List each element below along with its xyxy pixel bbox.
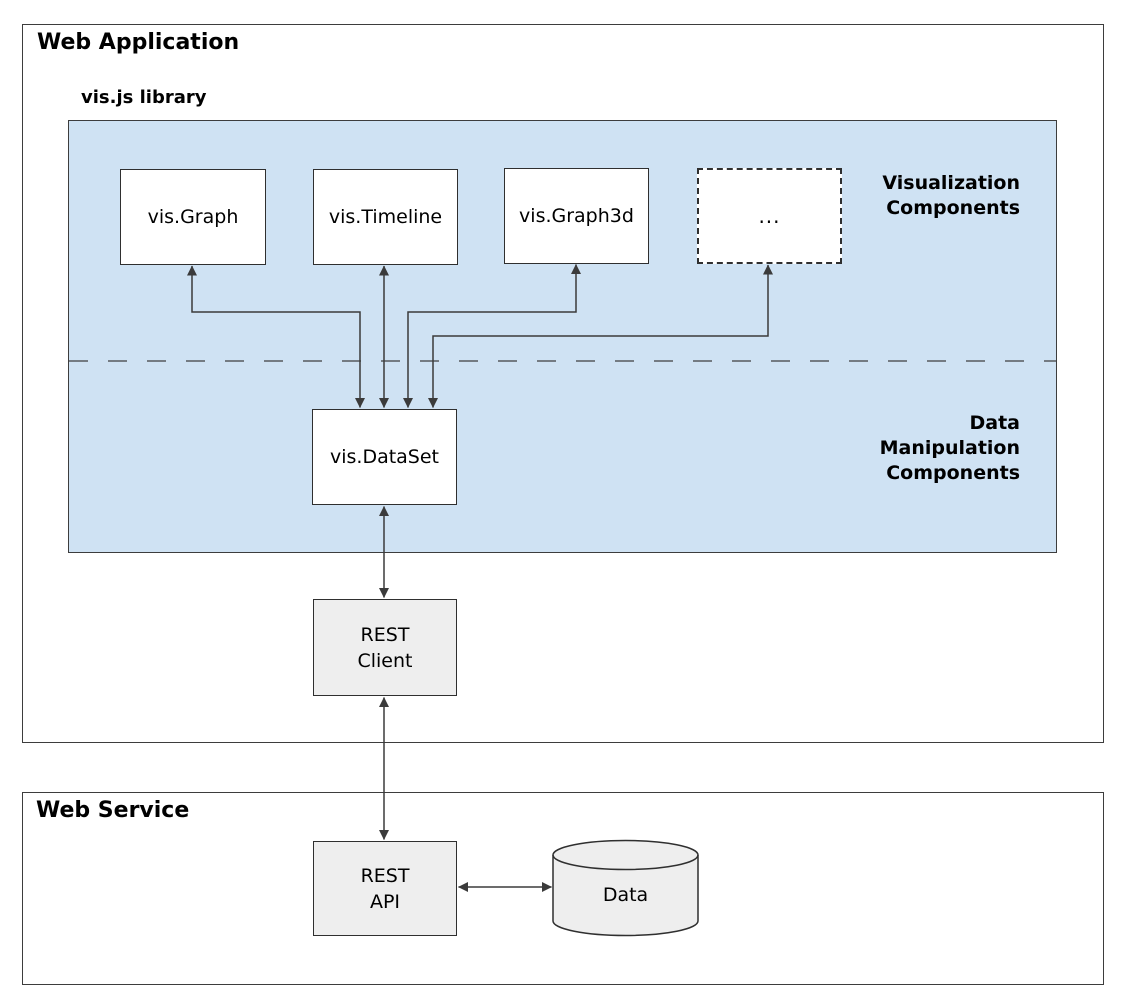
node-vis-dataset: vis.DataSet <box>312 409 457 505</box>
vis-library-title: vis.js library <box>81 87 207 108</box>
web-service-title: Web Service <box>36 798 190 823</box>
visualization-components-label: Visualization Components <box>882 172 1020 219</box>
web-application-title: Web Application <box>37 30 240 55</box>
node-rest-client: REST Client <box>313 599 457 696</box>
node-vis-timeline: vis.Timeline <box>313 169 458 265</box>
node-data-store-label: Data <box>602 884 649 906</box>
data-manipulation-components-label: Data Manipulation Components <box>879 412 1020 484</box>
node-more-components: ... <box>697 168 842 264</box>
node-vis-graph: vis.Graph <box>120 169 266 265</box>
web-application-region <box>22 24 1104 743</box>
node-rest-api: REST API <box>313 841 457 936</box>
node-vis-graph3d: vis.Graph3d <box>504 168 649 264</box>
web-service-region <box>22 792 1104 985</box>
